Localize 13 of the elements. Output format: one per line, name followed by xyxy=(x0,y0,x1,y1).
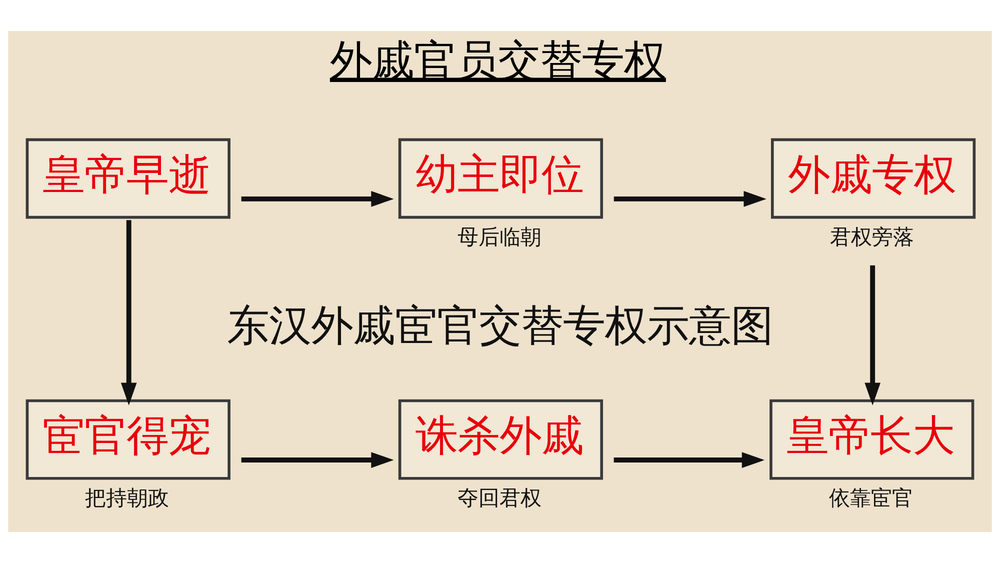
arrow xyxy=(241,452,394,468)
arrow xyxy=(614,191,766,207)
node-label: 依靠宦官 xyxy=(828,485,913,510)
node-label: 把持朝政 xyxy=(85,485,170,510)
arrow xyxy=(120,220,137,406)
node-label: 夺回君权 xyxy=(458,485,542,510)
arrow xyxy=(241,191,394,207)
diagram-title: 外戚官员交替专权 xyxy=(330,36,666,85)
label: 东汉外戚宦官交替专权示意图 xyxy=(227,301,773,350)
arrow xyxy=(864,265,880,406)
arrow xyxy=(614,452,765,468)
node-label: 君权旁落 xyxy=(830,224,914,250)
node-label: 母后临朝 xyxy=(458,224,542,250)
